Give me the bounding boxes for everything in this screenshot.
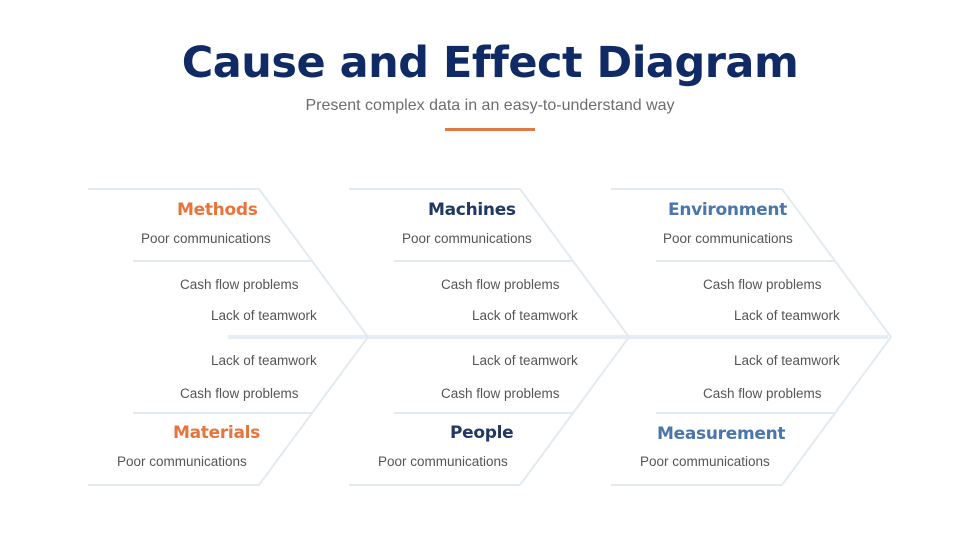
page-title: Cause and Effect Diagram bbox=[181, 38, 799, 88]
cause-label: Lack of teamwork bbox=[211, 353, 317, 368]
category-heading-materials: Materials bbox=[173, 423, 260, 443]
page-subtitle: Present complex data in an easy-to-under… bbox=[305, 97, 675, 114]
bone-top-diagonal bbox=[519, 188, 630, 338]
cause-label: Cash flow problems bbox=[703, 386, 822, 401]
bone-bottom-diagonal bbox=[258, 336, 369, 486]
cause-label: Cash flow problems bbox=[441, 386, 560, 401]
cause-label: Poor communications bbox=[378, 454, 508, 469]
cause-label: Lack of teamwork bbox=[472, 308, 578, 323]
cause-label: Poor communications bbox=[402, 231, 532, 246]
cause-label: Lack of teamwork bbox=[734, 353, 840, 368]
cause-label: Lack of teamwork bbox=[211, 308, 317, 323]
category-heading-measurement: Measurement bbox=[657, 424, 786, 444]
cause-label: Poor communications bbox=[141, 231, 271, 246]
cause-label: Cash flow problems bbox=[441, 277, 560, 292]
bone-bottom-diagonal bbox=[781, 336, 892, 486]
category-heading-methods: Methods bbox=[177, 200, 258, 220]
cause-label: Poor communications bbox=[663, 231, 793, 246]
bone-bottom-diagonal bbox=[519, 336, 630, 486]
category-heading-machines: Machines bbox=[428, 200, 516, 220]
bone-top-diagonal bbox=[258, 188, 369, 338]
cause-label: Cash flow problems bbox=[180, 386, 299, 401]
bone-top-diagonal bbox=[781, 188, 892, 338]
cause-label: Lack of teamwork bbox=[734, 308, 840, 323]
cause-label: Poor communications bbox=[117, 454, 247, 469]
cause-label: Cash flow problems bbox=[703, 277, 822, 292]
title-underline bbox=[445, 128, 535, 131]
category-heading-people: People bbox=[450, 423, 514, 443]
cause-label: Lack of teamwork bbox=[472, 353, 578, 368]
category-heading-environment: Environment bbox=[668, 200, 787, 220]
cause-label: Poor communications bbox=[640, 454, 770, 469]
cause-label: Cash flow problems bbox=[180, 277, 299, 292]
